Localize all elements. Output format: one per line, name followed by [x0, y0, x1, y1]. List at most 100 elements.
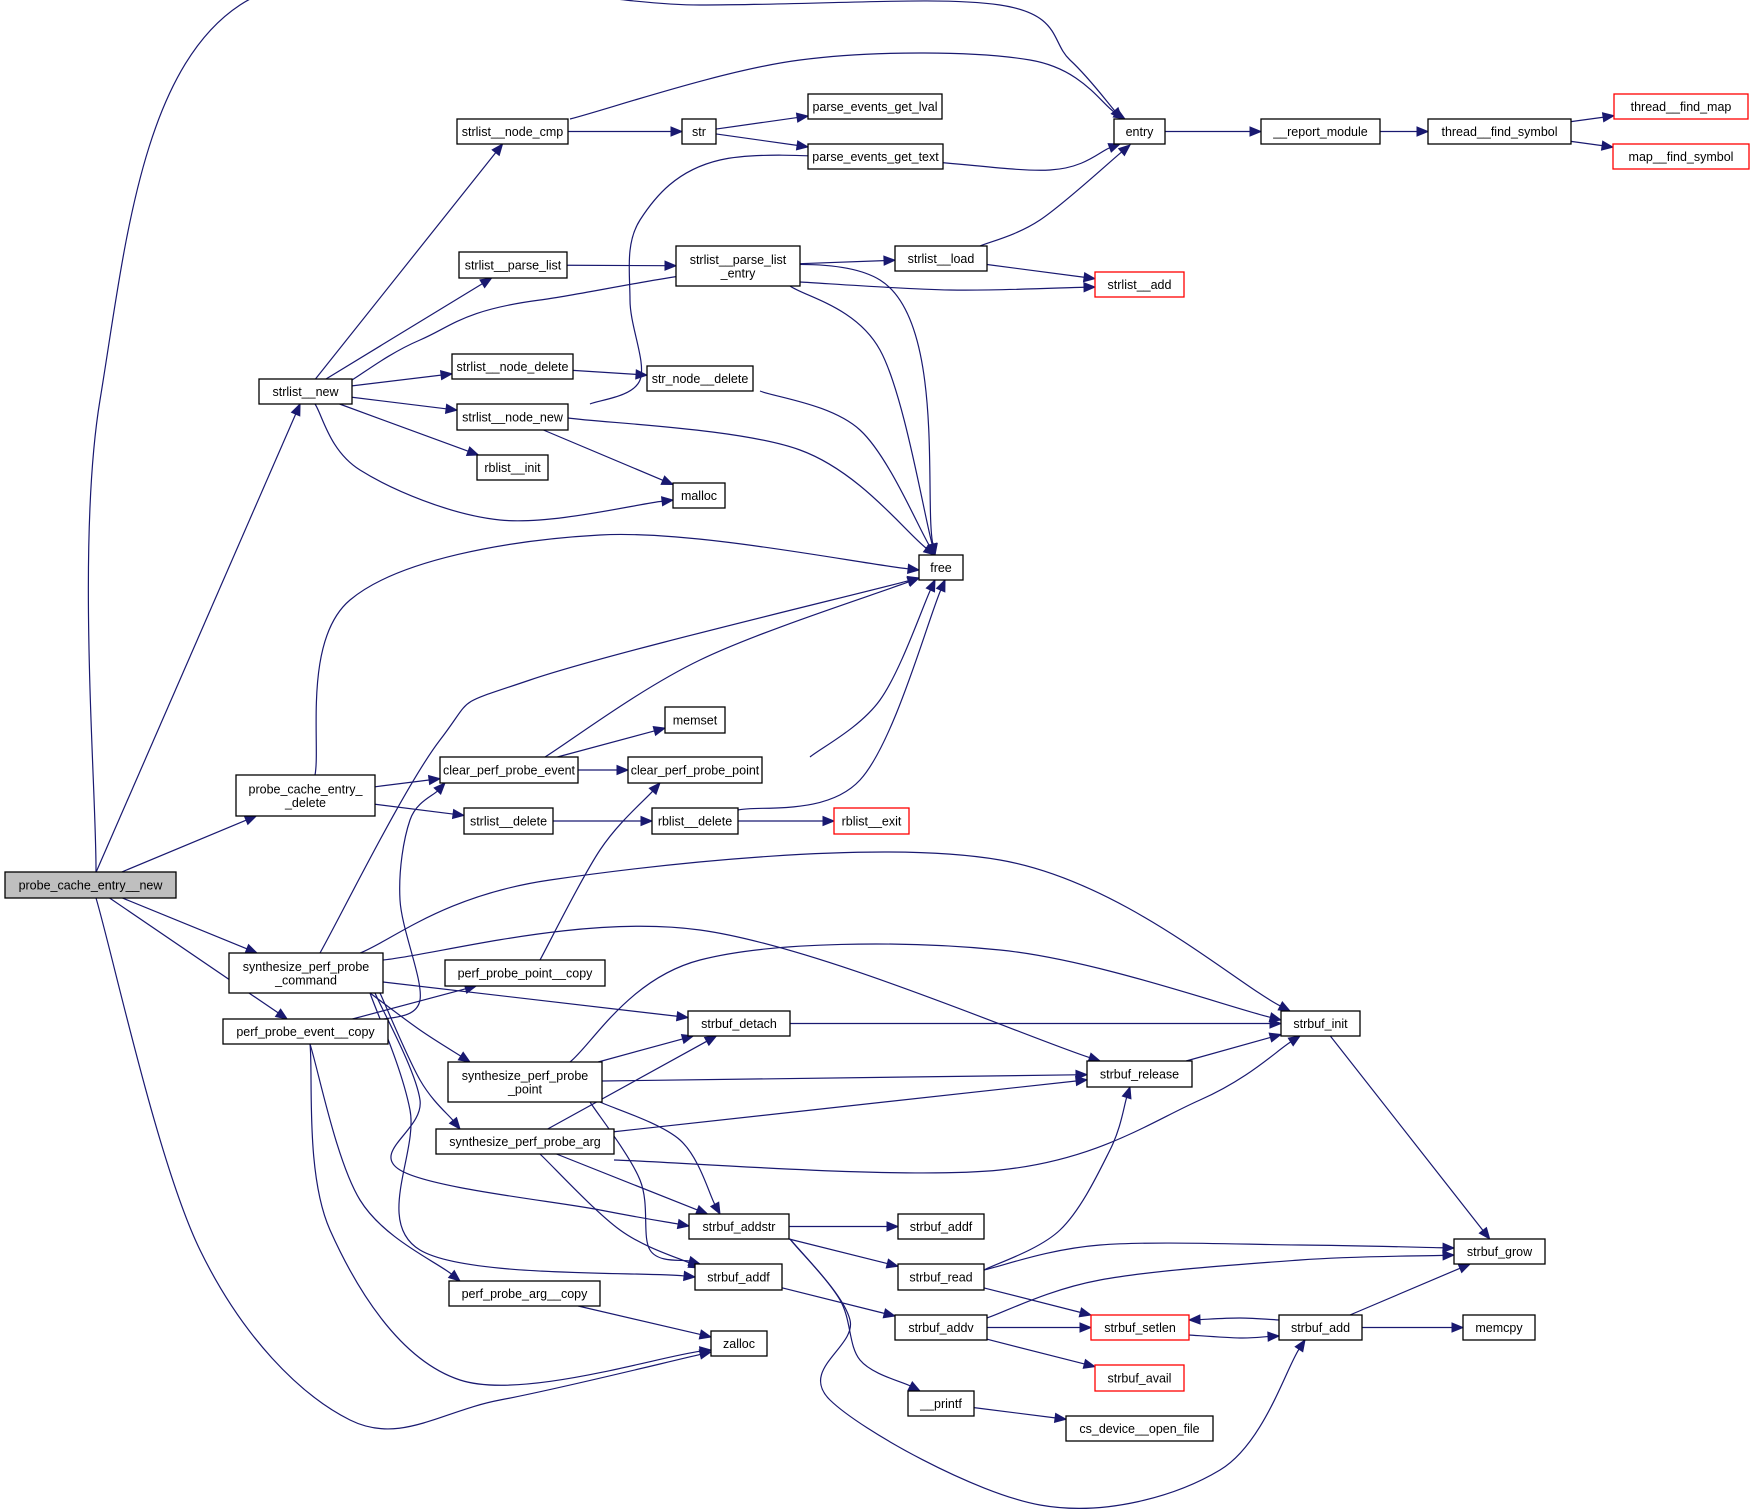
node-strbuf-grow[interactable]: strbuf_grow: [1453, 1238, 1546, 1265]
node-label: rblist__delete: [658, 815, 732, 829]
node-strlist-parse-list-entry[interactable]: strlist__parse_list_entry: [675, 245, 801, 287]
node-box: [1462, 1314, 1536, 1341]
node-box: [435, 1128, 615, 1155]
node-strlist-node-cmp[interactable]: strlist__node_cmp: [456, 118, 569, 145]
node-map-find-symbol[interactable]: map__find_symbol: [1612, 143, 1750, 170]
node-memset[interactable]: memset: [664, 706, 726, 734]
node-clear-perf-probe-point[interactable]: clear_perf_probe_point: [627, 756, 763, 784]
node-strlist-delete[interactable]: strlist__delete: [463, 807, 554, 835]
edge-line: [789, 1238, 911, 1387]
node-strbuf-detach[interactable]: strbuf_detach: [687, 1010, 791, 1037]
node-box: [228, 952, 384, 994]
node-box: [833, 807, 910, 835]
node-perf-probe-point-copy[interactable]: perf_probe_point__copy: [444, 959, 606, 987]
node-rblist-init[interactable]: rblist__init: [476, 454, 549, 481]
node-strlist-node-new[interactable]: strlist__node_new: [456, 403, 569, 431]
edge-line: [613, 1080, 1077, 1133]
arrowhead-icon: [885, 1258, 900, 1269]
arrowhead-icon: [616, 764, 630, 776]
node-box: [258, 378, 353, 405]
arrowhead-icon: [795, 112, 810, 123]
edge-strlist-new-to-strlist-node-delete: [351, 369, 454, 387]
node-synthesize-perf-probe-arg[interactable]: synthesize_perf_probe_arg: [435, 1128, 615, 1155]
node-perf-probe-event-copy[interactable]: perf_probe_event__copy: [222, 1018, 389, 1045]
node-label: strlist__node_delete: [457, 360, 569, 374]
arrowhead-icon: [451, 808, 466, 820]
node-label: cs_device__open_file: [1079, 1422, 1199, 1436]
node-label: strbuf_detach: [701, 1017, 777, 1031]
node-strbuf-addf-2[interactable]: strbuf_addf: [897, 1213, 985, 1240]
node-thread-find-map[interactable]: thread__find_map: [1613, 93, 1749, 120]
arrowhead-icon: [1287, 1035, 1302, 1047]
edge-line: [613, 1041, 1292, 1174]
node-box: [897, 1263, 985, 1291]
node-label: str: [692, 125, 706, 139]
node-zalloc[interactable]: zalloc: [710, 1330, 768, 1357]
edge-probe-cache-entry-new-to-strlist-new: [95, 402, 301, 873]
arrowhead-icon: [709, 1201, 721, 1216]
edge-synthesize-perf-probe-arg-to-strbuf-release: [613, 1075, 1089, 1133]
node-strbuf-addstr[interactable]: strbuf_addstr: [688, 1213, 790, 1240]
node-strlist-new[interactable]: strlist__new: [258, 378, 353, 405]
node-strlist-load[interactable]: strlist__load: [894, 245, 988, 272]
node-synthesize-perf-probe-command[interactable]: synthesize_perf_probe_command: [228, 952, 384, 994]
node-strbuf-add[interactable]: strbuf_add: [1278, 1314, 1363, 1341]
arrowhead-icon: [244, 943, 259, 954]
node-rblist-exit[interactable]: rblist__exit: [833, 807, 910, 835]
node-entry[interactable]: entry: [1113, 118, 1166, 145]
node-label: strbuf_addv: [908, 1321, 974, 1335]
node-parse-events-get-text[interactable]: parse_events_get_text: [807, 143, 944, 170]
node-strbuf-release[interactable]: strbuf_release: [1086, 1060, 1193, 1088]
node-box: [1612, 143, 1750, 170]
node-free[interactable]: free: [918, 554, 964, 581]
edge-perf-probe-event-copy-to-zalloc: [309, 1043, 713, 1386]
node-probe-cache-entry-delete[interactable]: probe_cache_entry__delete: [235, 774, 376, 817]
node-thread-find-symbol[interactable]: thread__find_symbol: [1427, 118, 1572, 145]
node-strbuf-addf[interactable]: strbuf_addf: [694, 1263, 783, 1291]
node-box: [1090, 1314, 1190, 1341]
edge-synthesize-perf-probe-point-to-strbuf-addstr: [599, 1101, 721, 1216]
node-synthesize-perf-probe-point[interactable]: synthesize_perf_probe_point: [447, 1061, 603, 1103]
node-cs-device-open-file[interactable]: cs_device__open_file: [1065, 1415, 1214, 1442]
edge-strlist-node-delete-to-str-node-delete: [572, 369, 649, 380]
arrowhead-icon: [1478, 1226, 1491, 1241]
node-malloc[interactable]: malloc: [672, 482, 726, 509]
node-label: thread__find_map: [1631, 100, 1732, 114]
edge-strbuf-addf-to-strbuf-addv: [781, 1287, 897, 1319]
node-report-module[interactable]: __report_module: [1260, 118, 1381, 145]
edge-probe-cache-entry-new-to-entry: [87, 0, 1123, 873]
arrowhead-icon: [243, 815, 258, 826]
node-strbuf-addv[interactable]: strbuf_addv: [894, 1314, 988, 1341]
edge-strlist-new-to-rblist-init: [339, 403, 480, 456]
node-label: strbuf_addf: [707, 1271, 770, 1285]
node-label: _command: [274, 973, 337, 987]
node-rblist-delete[interactable]: rblist__delete: [651, 807, 739, 835]
node-box: [907, 1390, 975, 1417]
node-box: [894, 1314, 988, 1341]
node-memcpy[interactable]: memcpy: [1462, 1314, 1536, 1341]
edge-line: [379, 790, 438, 1021]
node-str[interactable]: str: [681, 118, 717, 145]
node-str-node-delete[interactable]: str_node__delete: [646, 365, 754, 392]
node-strlist-add[interactable]: strlist__add: [1094, 271, 1185, 298]
edge-strlist-parse-list-entry-to-strlist-load: [799, 255, 897, 266]
node-clear-perf-probe-event[interactable]: clear_perf_probe_event: [439, 756, 579, 784]
node-strbuf-init[interactable]: strbuf_init: [1280, 1010, 1361, 1037]
node-strbuf-read[interactable]: strbuf_read: [897, 1263, 985, 1291]
edge-rblist-delete-to-rblist-exit: [738, 815, 836, 827]
arrowhead-icon: [698, 1329, 713, 1340]
node-printf[interactable]: __printf: [907, 1390, 975, 1417]
node-strlist-node-delete[interactable]: strlist__node_delete: [451, 353, 574, 380]
node-parse-events-get-lval[interactable]: parse_events_get_lval: [807, 93, 943, 120]
arrowhead-icon: [433, 782, 446, 795]
edge-str-node-delete-to-free: [759, 390, 936, 557]
node-probe-cache-entry-new[interactable]: probe_cache_entry__new: [4, 871, 177, 899]
node-strlist-parse-list[interactable]: strlist__parse_list: [458, 251, 568, 279]
node-perf-probe-arg-copy[interactable]: perf_probe_arg__copy: [448, 1280, 601, 1307]
node-strbuf-setlen[interactable]: strbuf_setlen: [1090, 1314, 1190, 1341]
node-label: free: [930, 561, 952, 575]
node-strbuf-avail[interactable]: strbuf_avail: [1094, 1364, 1185, 1392]
arrowhead-icon: [1601, 112, 1616, 123]
node-label: __report_module: [1272, 125, 1368, 139]
arrowhead-icon: [465, 446, 480, 456]
